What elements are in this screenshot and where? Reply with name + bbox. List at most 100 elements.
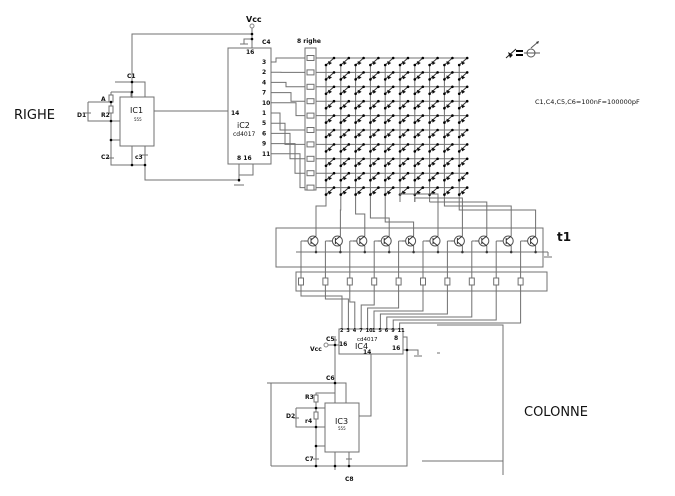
led-icon [428,71,439,81]
column-resistor [346,277,353,286]
svg-text:14: 14 [363,349,371,356]
led-icon [443,128,454,139]
svg-text:IC4: IC4 [355,342,368,351]
led-icon [398,56,410,67]
led-icon [457,186,469,196]
d2-label: D2 [286,413,295,420]
svg-text:IC3: IC3 [335,417,348,426]
ic3-555-timer: IC3 555 [324,402,360,453]
led-icon [339,157,351,168]
column-resistors [298,193,537,329]
svg-text:16: 16 [392,345,400,352]
led-icon [324,114,336,124]
row-resistor [306,184,315,191]
column-resistor [298,277,304,286]
ic2-pin-label: 7 [262,90,266,97]
column-wire [399,193,439,236]
led-icon [398,99,410,110]
led-icon [339,99,351,110]
led-icon [383,171,395,182]
led-icon [413,71,425,81]
r4-label: r4 [305,418,312,425]
ic2-pin-label: 1 [262,110,266,117]
led-icon [339,143,351,153]
ic4-pin-label: 3 [346,328,350,334]
column-resistor [322,277,329,286]
led-icon [457,143,469,153]
ic4-wire [300,285,343,329]
led-icon [354,128,365,139]
row-wire [271,153,305,189]
ic4-pin-label: 9 [391,328,395,334]
ic4-pin-label: 10 [366,328,373,334]
led-icon [443,99,454,110]
row-wire [271,102,305,117]
led-icon [369,114,380,124]
led-icon [354,171,365,182]
column-wire [355,202,366,236]
transistor-array [304,235,539,254]
led-icon [354,85,365,96]
ic2-pin-label: 4 [262,79,266,86]
ic4-pin-label: 2 [340,328,344,334]
ic2-pin-label: 9 [262,141,266,148]
led-icon [398,114,410,124]
led-icon [413,114,425,124]
led-icon [339,128,351,139]
ic4-cd4017: IC4 cd4017 16 14 8 16 [338,328,404,356]
transistor-icon [523,235,539,254]
row-resistor [306,127,315,133]
column-resistor [371,277,378,286]
led-icon [383,56,395,67]
c8-label: C8 [345,476,354,483]
led-icon [324,99,336,110]
led-icon [369,71,380,81]
ic3-wiring [267,381,352,468]
ic4-wire [392,285,497,329]
row-resistor [306,141,315,148]
row-wire [271,92,305,102]
led-icon [398,128,410,139]
led-icon [339,186,351,196]
column-wire [315,202,327,236]
led-icon [398,143,410,153]
led-icon [369,157,380,168]
ic4-wire [399,285,522,329]
led-icon [354,114,365,124]
row-resistor [306,55,315,61]
led-icon [413,143,425,153]
row-resistor [306,155,315,162]
vcc-bottom-label: Vcc [310,346,322,353]
svg-text:8 16: 8 16 [237,155,252,162]
column-wire [443,202,512,236]
led-icon [457,56,469,67]
ic4-pin-label: 7 [359,328,363,334]
led-icon [398,71,410,81]
column-resistor [395,277,402,286]
ic2-power-wiring [234,23,255,186]
ic1-wiring [85,33,252,181]
row-resistors-label: 8 righe [297,38,321,45]
transistor-icon [304,235,319,254]
led-icon [443,114,454,124]
column-wire [429,201,488,236]
led-icon [428,56,439,67]
svg-text:555: 555 [134,117,142,122]
led-icon [354,186,365,196]
led-icon [369,143,380,153]
led-icon [324,71,336,81]
led-icon [413,99,425,110]
led-icon [324,85,336,96]
led-icon [398,157,410,168]
led-icon [369,128,380,139]
column-wire [369,202,390,236]
led-icon [428,171,439,182]
led-icon [354,157,365,168]
svg-text:8: 8 [394,335,398,342]
svg-text:iC2: iC2 [237,121,250,130]
r3-label: R3 [305,394,314,401]
column-resistor [493,277,500,286]
led-icon [369,186,380,196]
column-wire [458,202,537,236]
